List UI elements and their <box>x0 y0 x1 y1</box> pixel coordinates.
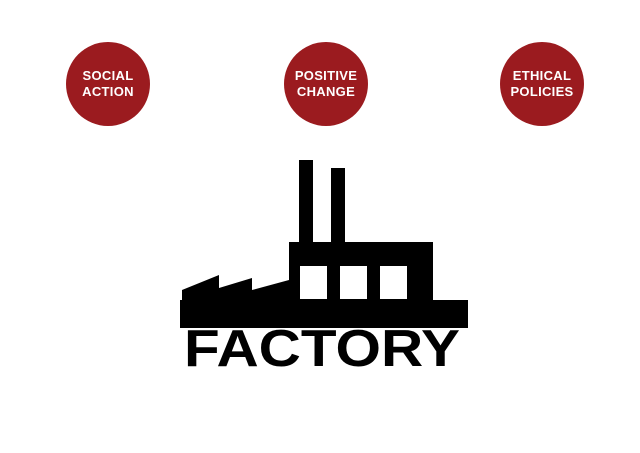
badge-social-action-line-1: SOCIAL <box>82 68 134 83</box>
badge-ethical-policies-line-2: POLICIES <box>510 84 574 99</box>
factory-window-3 <box>380 266 407 299</box>
badge-social-action-line-2: ACTION <box>82 84 134 99</box>
badge-ethical-policies-line-1: ETHICAL <box>512 68 572 83</box>
badge-positive-change-line-1: POSITIVE <box>294 68 358 83</box>
chimney-right <box>331 168 345 250</box>
badge-social-action: SOCIAL ACTION <box>66 42 150 126</box>
badge-ethical-policies: ETHICAL POLICIES <box>500 42 584 126</box>
chimney-left <box>299 160 313 250</box>
factory-window-2 <box>340 266 367 299</box>
badge-positive-change: POSITIVE CHANGE <box>284 42 368 126</box>
factory-window-1 <box>300 266 327 299</box>
factory-sawtooth-roof <box>182 275 289 306</box>
factory-base <box>180 300 468 328</box>
badge-positive-change-line-2: CHANGE <box>296 84 356 99</box>
factory-word: FACTORY <box>184 320 460 378</box>
